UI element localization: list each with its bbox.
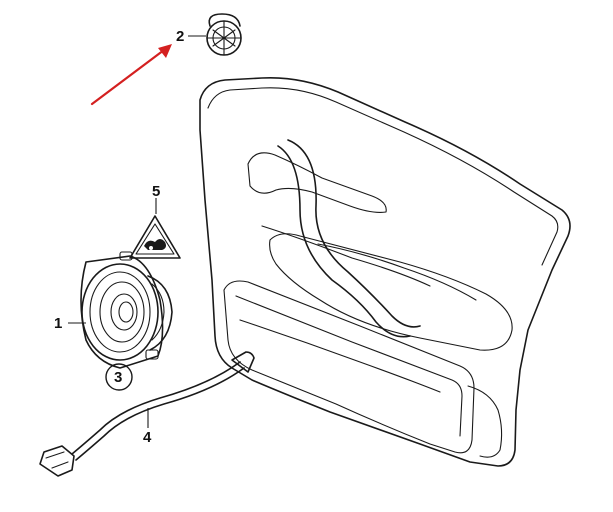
door-trim-panel [199, 76, 571, 467]
screw-callout [105, 363, 133, 391]
tweeter[interactable] [206, 13, 242, 56]
door-speaker[interactable] [80, 251, 173, 369]
leader-lines [68, 35, 206, 428]
speaker-cable[interactable] [39, 351, 255, 477]
indicator-arrow [90, 44, 172, 106]
warning-triangle-icon [129, 215, 181, 259]
callout-2: 2 [176, 28, 184, 45]
callout-5: 5 [152, 183, 160, 200]
callout-1: 1 [54, 315, 62, 332]
callout-3: 3 [114, 369, 122, 386]
callout-4: 4 [143, 429, 152, 446]
